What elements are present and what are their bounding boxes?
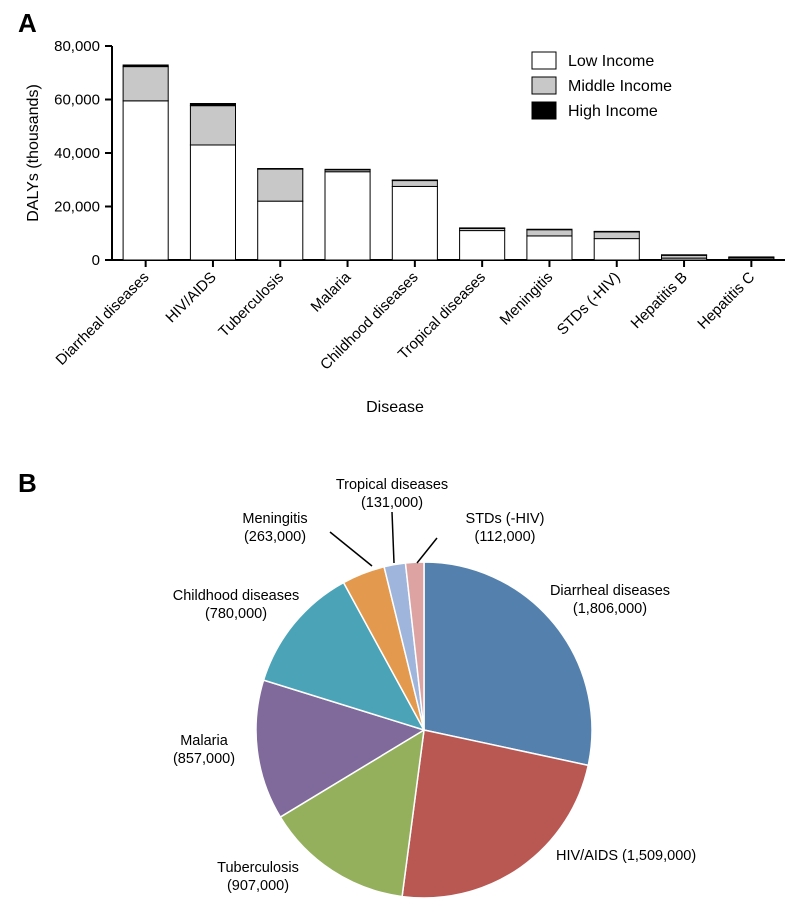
bar-segment — [122, 66, 169, 102]
x-tick-label: Diarrheal diseases — [53, 269, 153, 369]
y-tick-label: 60,000 — [54, 92, 100, 109]
pie-slice-label: Childhood diseases — [173, 588, 300, 604]
x-tick-label: HIV/AIDS — [162, 269, 219, 326]
pie-leader-line — [416, 537, 438, 564]
bar-segment — [728, 256, 775, 259]
pie-leader-line — [329, 531, 373, 567]
bar-segment — [189, 144, 236, 261]
x-tick-label: STDs (-HIV) — [554, 269, 624, 339]
bar-chart-panel: A DALYs (thousands) Disease 0 20,000 40,00… — [18, 8, 785, 416]
pie-slice-value: (112,000) — [475, 529, 536, 545]
pie-slice-value: (857,000) — [173, 751, 235, 767]
pie-slice — [279, 728, 425, 898]
pie-slice — [262, 581, 426, 732]
panel-a-letter: A — [18, 8, 37, 38]
pie-leader-line — [391, 511, 395, 564]
bar-segment — [526, 235, 573, 261]
panel-b-letter: B — [18, 468, 37, 498]
x-tick-label: Tuberculosis — [215, 269, 287, 341]
x-axis-label: Disease — [366, 399, 424, 416]
bar-segment — [593, 230, 640, 233]
bar-segment — [391, 179, 438, 187]
pie-slice-value: (131,000) — [361, 495, 423, 511]
y-tick-label: 80,000 — [54, 38, 100, 55]
y-axis-label: DALYs (thousands) — [25, 84, 42, 222]
bar-segment — [257, 200, 304, 261]
y-tick-label: 40,000 — [54, 145, 100, 162]
pie-slice — [404, 561, 425, 731]
bar-segment — [324, 171, 371, 261]
bar-segment — [459, 227, 506, 229]
legend-label: Middle Income — [568, 78, 672, 95]
pie-slice-label: STDs (-HIV) — [466, 511, 545, 527]
y-tick-label: 0 — [92, 252, 100, 269]
pie-slice-label: Tuberculosis — [217, 860, 299, 876]
bar-segment — [391, 179, 438, 182]
bar-segment — [391, 185, 438, 261]
pie-slice — [255, 679, 426, 819]
bar-segment — [593, 238, 640, 261]
bar-segment — [593, 231, 640, 240]
pie-slice-label: HIV/AIDS — [556, 848, 618, 864]
legend-swatch — [531, 76, 557, 95]
pie-chart-panel: B Diarrheal diseases (1,806,000) HIV/AIDS … — [18, 468, 696, 899]
pie-slice-label: Meningitis — [242, 511, 307, 527]
pie-slice-label: Malaria — [180, 733, 228, 749]
pie-slice-label: Diarrheal diseases — [550, 583, 670, 599]
bar-segment — [189, 105, 236, 146]
x-tick-label: Hepatitis B — [628, 269, 691, 332]
bar-segment — [122, 100, 169, 261]
bar-segment — [526, 228, 573, 231]
bar-segment — [661, 254, 708, 256]
pie-slice-value: (780,000) — [205, 606, 267, 622]
legend-label: Low Income — [568, 53, 654, 70]
pie-slice — [401, 729, 590, 899]
bar-segment — [122, 64, 169, 68]
bar-segment — [257, 168, 304, 170]
bar-segment — [324, 168, 371, 171]
x-tick-label: Hepatitis C — [694, 269, 758, 333]
x-tick-label: Meningitis — [497, 269, 557, 329]
pie-plot-area: Diarrheal diseases (1,806,000) HIV/AIDS (1… — [173, 477, 696, 899]
bar-segment — [459, 230, 506, 261]
bar-segment — [189, 103, 236, 107]
legend-swatch — [531, 51, 557, 70]
legend-swatch — [531, 101, 557, 120]
pie-slice-value: (907,000) — [227, 878, 289, 894]
pie-slice-value: (1,509,000) — [622, 848, 696, 864]
pie-slice-value: (263,000) — [244, 529, 306, 545]
pie-slice-label: Tropical diseases — [336, 477, 448, 493]
legend-label: High Income — [568, 103, 658, 120]
bar-segment — [526, 229, 573, 237]
bar-segment — [257, 168, 304, 202]
y-tick-label: 20,000 — [54, 199, 100, 216]
x-tick-label: Malaria — [308, 268, 355, 315]
pie-slice-value: (1,806,000) — [573, 601, 647, 617]
pie-slice — [423, 561, 593, 767]
